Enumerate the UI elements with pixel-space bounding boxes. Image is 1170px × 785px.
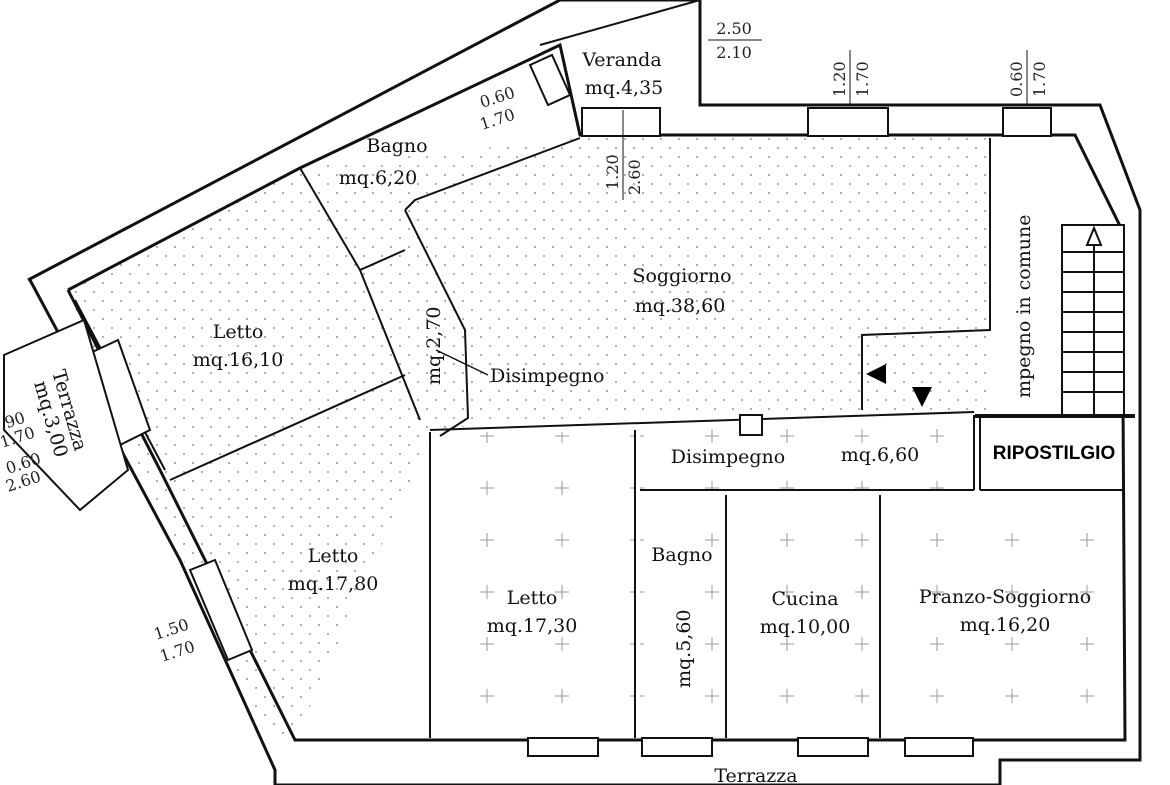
stairs-label: mpegno in comune	[1013, 215, 1035, 398]
room-bagno-bottom-name: Bagno	[651, 544, 712, 566]
room-bagno-top-area: mq.6,20	[339, 167, 418, 189]
dim-top-right-2: 2.10	[716, 43, 752, 62]
tiled-floor-disimpegno	[640, 418, 974, 490]
dim-win-top-b1: 0.60	[1007, 61, 1026, 97]
room-bagno-bottom-area: mq.5,60	[673, 609, 695, 688]
stairs	[1061, 224, 1125, 416]
dim-door-soggiorno2: 2.60	[625, 159, 644, 195]
room-cucina-area: mq.10,00	[760, 616, 851, 638]
dim-win-top-a2: 1.70	[853, 61, 872, 97]
room-terrazza-bottom-name: Terrazza	[714, 765, 797, 785]
tiled-floor-rooms	[640, 495, 1126, 735]
room-ripostiglio-name: RIPOSTILGIO	[993, 443, 1115, 464]
disimpegno-leader-line	[435, 349, 489, 376]
room-veranda-name: Veranda	[581, 49, 661, 71]
room-disimpegno-big-area: mq.6,60	[841, 444, 920, 466]
room-disimpegno-big-name: Disimpegno	[671, 446, 785, 468]
tiled-floor-letto	[432, 432, 634, 734]
dim-win-top-a1: 1.20	[830, 61, 849, 97]
outer-wall	[27, 0, 1142, 785]
partitions	[74, 0, 1135, 738]
windows	[3, 53, 1052, 757]
room-letto-center-name: Letto	[507, 587, 558, 609]
room-bagno-top-name: Bagno	[366, 135, 427, 157]
room-disimpegno-small-name: Disimpegno	[490, 365, 604, 387]
room-letto-bottom-left-area: mq.17,80	[288, 573, 379, 595]
dotted-floor-left	[68, 138, 990, 740]
room-soggiorno-name: Soggiorno	[632, 265, 731, 287]
room-pranzo-name: Pranzo-Soggiorno	[919, 586, 1091, 608]
room-veranda-area: mq.4,35	[585, 77, 664, 99]
room-letto-bottom-left-name: Letto	[308, 545, 359, 567]
room-soggiorno-area: mq.38,60	[635, 295, 726, 317]
room-disimpegno-small-area: mq.2,70	[423, 306, 445, 385]
room-letto-center-area: mq.17,30	[487, 615, 578, 637]
room-letto-left-name: Letto	[213, 321, 264, 343]
entry-arrow-down	[912, 387, 932, 407]
room-letto-left-area: mq.16,10	[193, 349, 284, 371]
room-pranzo-area: mq.16,20	[960, 614, 1051, 636]
dim-door-soggiorno1: 1.20	[603, 154, 622, 190]
room-cucina-name: Cucina	[771, 588, 838, 610]
dim-win-top-b2: 1.70	[1030, 61, 1049, 97]
entry-arrow-left	[866, 364, 886, 384]
dim-top-right-1: 2.50	[716, 19, 752, 38]
